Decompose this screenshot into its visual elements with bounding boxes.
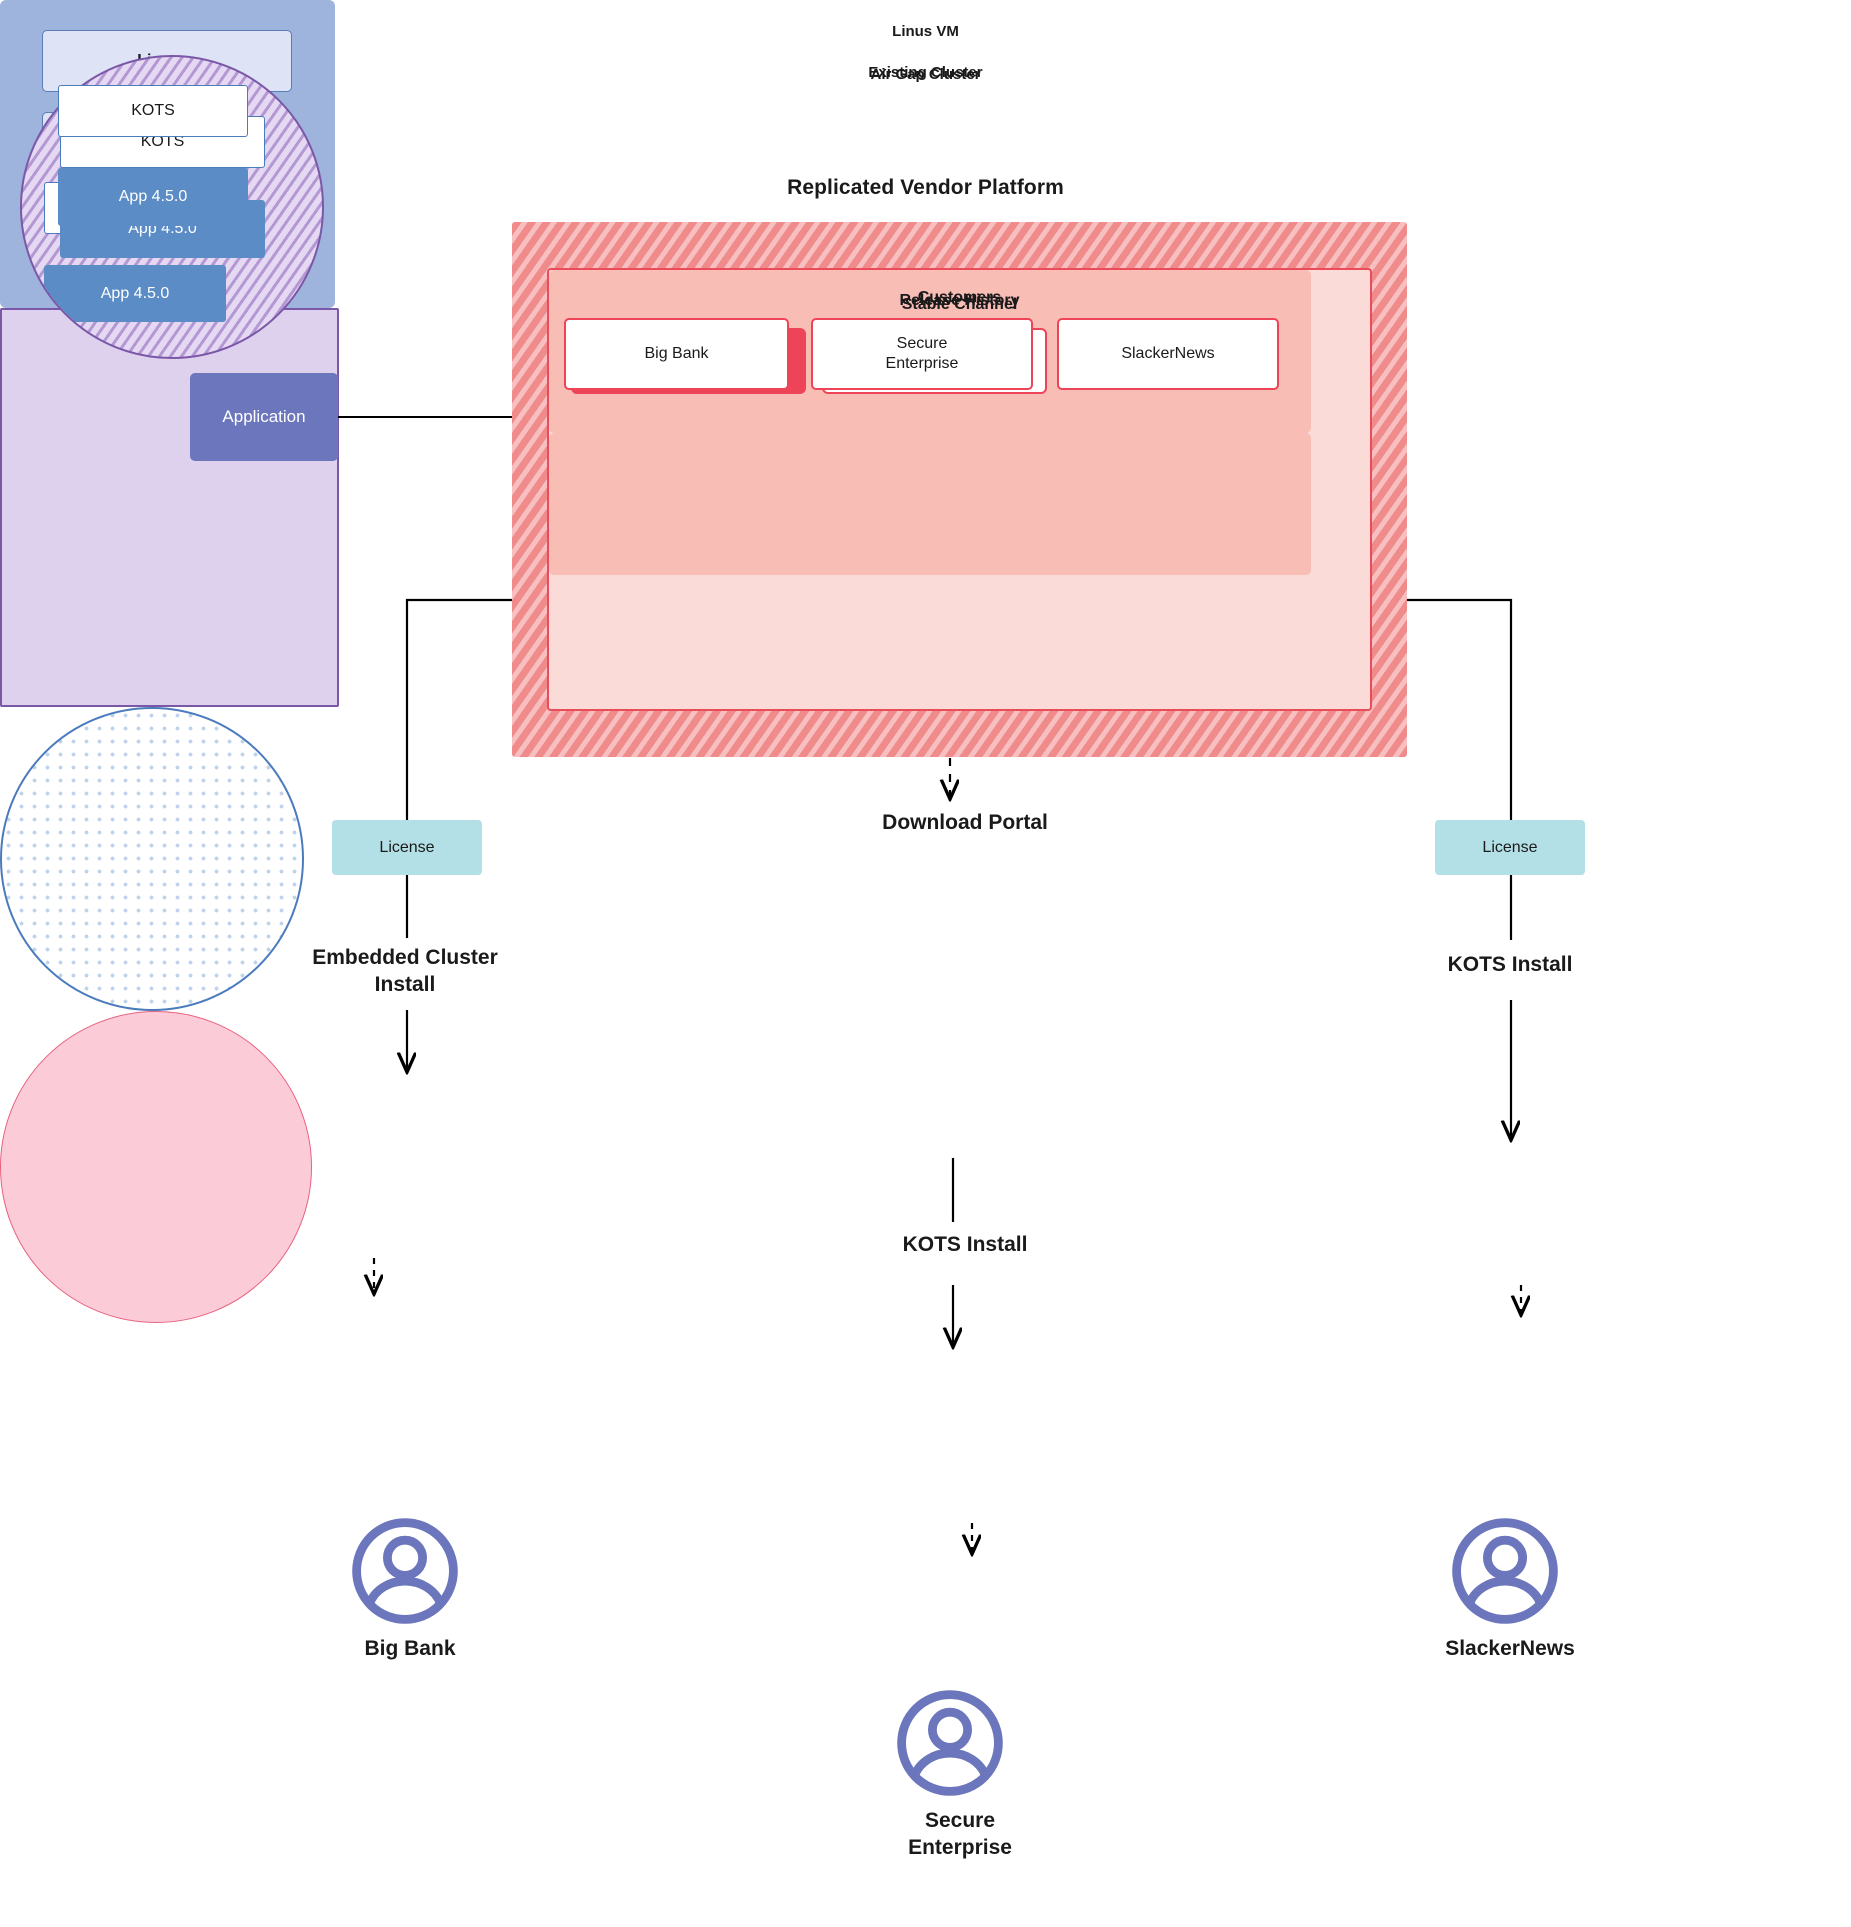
license-chip-right[interactable]: License [1435, 820, 1585, 875]
persona-label-secure-enterprise: Secure Enterprise [908, 1809, 1012, 1860]
customers-panel: Customers Big Bank Secure Enterprise Sla… [549, 289, 1311, 575]
download-portal-title: Download Portal [882, 811, 1048, 834]
persona-label-slackernews: SlackerNews [1445, 1637, 1575, 1660]
customers-title: Customers [917, 289, 1002, 306]
user-avatar-icon [350, 1516, 460, 1631]
stable-channel-title: Stable Channel [901, 296, 1018, 313]
existing-cluster-title: Existing Cluster [868, 64, 983, 81]
flow-label-embedded-cluster-install: Embedded Cluster Install [312, 946, 498, 996]
customer-slackernews[interactable]: SlackerNews [1057, 318, 1279, 390]
flow-label-kots-install-middle: KOTS Install [902, 1233, 1028, 1256]
existing-cluster-app-node[interactable]: App 4.5.0 [58, 168, 248, 226]
existing-cluster-kots-node[interactable]: KOTS [58, 85, 248, 137]
persona-label-big-bank: Big Bank [364, 1637, 456, 1660]
application-node[interactable]: Application [190, 373, 338, 461]
embedded-cluster-app-node[interactable]: App 4.5.0 [44, 265, 226, 322]
air-gap-cluster-title: Air Gap Cluster [870, 66, 981, 83]
existing-cluster-circle: Existing Cluster KOTS App 4.5.0 [0, 64, 983, 1323]
user-avatar-icon [1450, 1516, 1560, 1631]
release-history-title: Release History [899, 292, 1020, 309]
customer-secure-enterprise[interactable]: Secure Enterprise [811, 318, 1033, 390]
flow-label-kots-install-right: KOTS Install [1447, 953, 1573, 976]
linux-vm-title: Linus VM [892, 23, 959, 40]
air-gap-cluster-circle: Air Gap Cluster KOTS App 4.5.0 [0, 66, 981, 1011]
page-title: Replicated Vendor Platform [787, 176, 1064, 199]
stable-channel-panel: Stable Channel Release History 4.5.0 4.4… [547, 268, 1372, 711]
license-chip-left[interactable]: License [332, 820, 482, 875]
user-avatar-icon [895, 1688, 1005, 1803]
customer-big-bank[interactable]: Big Bank [564, 318, 789, 390]
linux-vm-container: Linus VM Embedded Cluster KOTS App 4.5.0 [0, 23, 959, 707]
